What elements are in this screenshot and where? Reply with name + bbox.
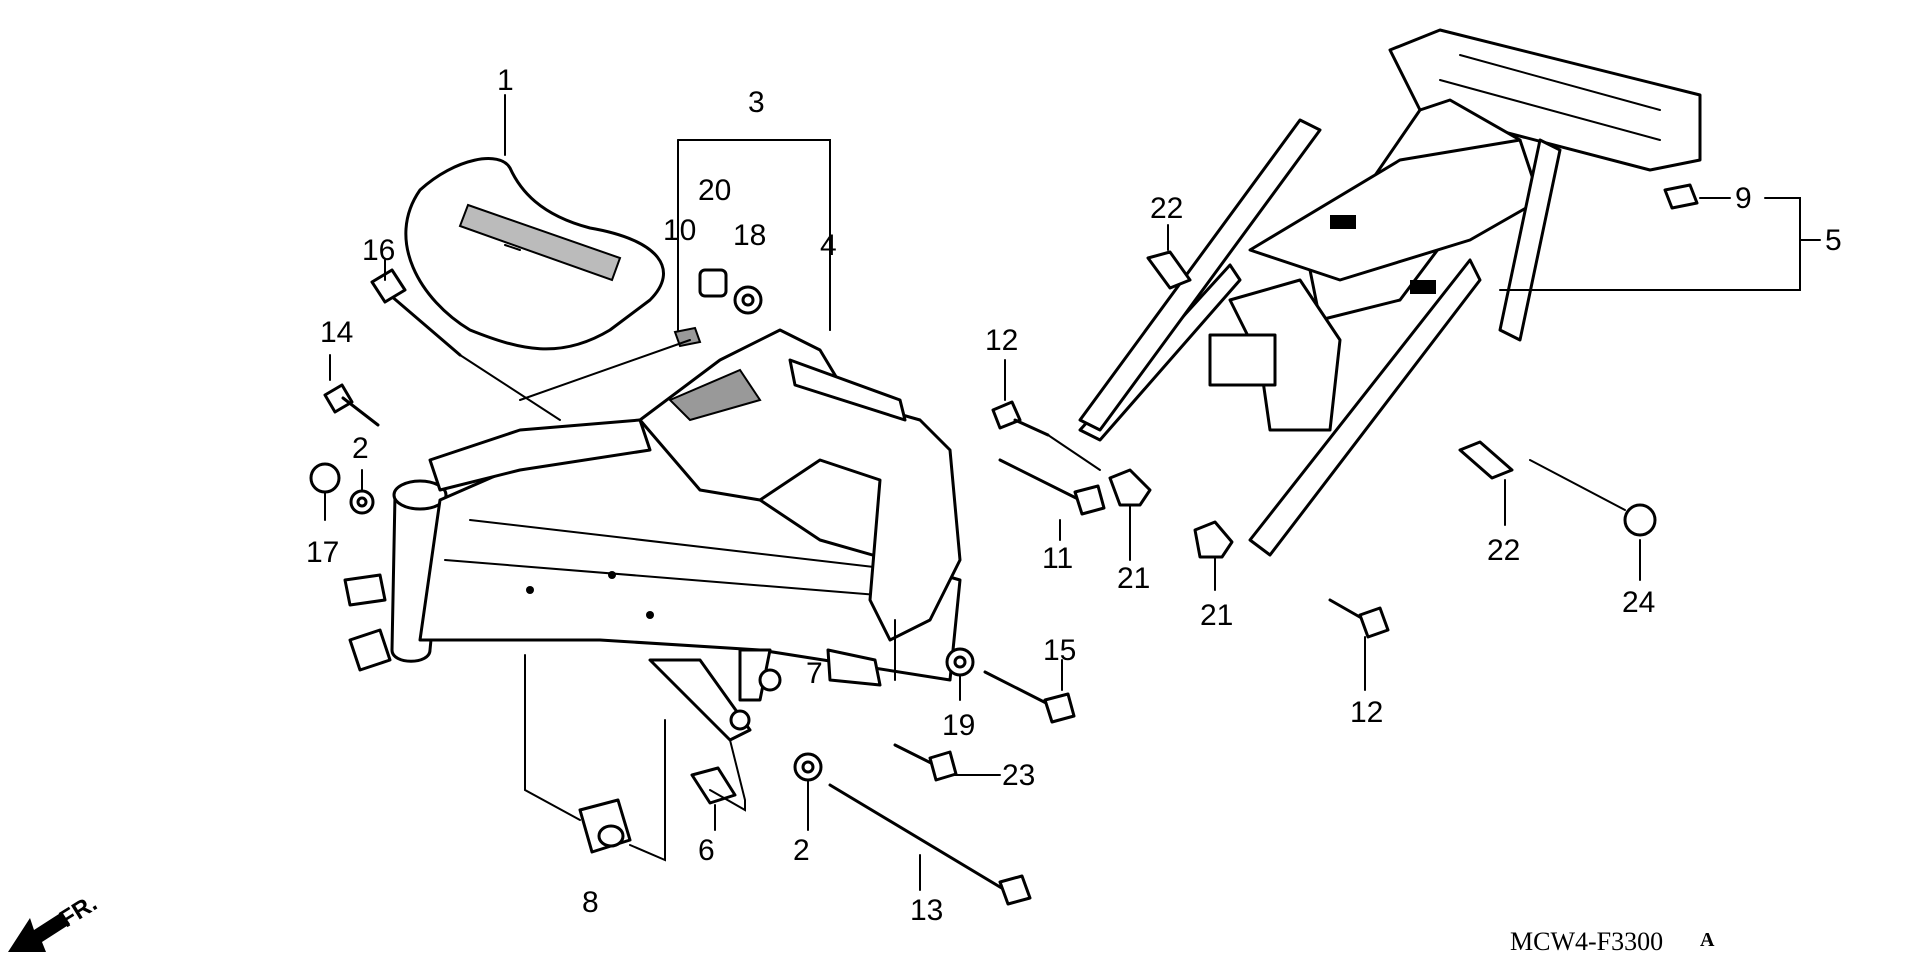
reference-code: MCW4-F3300 A <box>1510 927 1715 956</box>
callout-4: 4 <box>820 229 837 262</box>
callout-12b: 12 <box>1350 696 1383 729</box>
callout-1: 1 <box>497 64 514 97</box>
callout-5: 5 <box>1825 224 1842 257</box>
callout-24: 24 <box>1622 586 1655 619</box>
callout-20: 20 <box>698 174 731 207</box>
callout-labels: 1 3 20 10 18 4 16 14 2 17 12 11 21 21 22… <box>306 64 1842 927</box>
callout-14: 14 <box>320 316 353 349</box>
rear-subframe <box>1078 28 1702 557</box>
callout-22b: 22 <box>1487 534 1520 567</box>
reference-code-text: MCW4-F3300 <box>1510 927 1663 956</box>
main-frame <box>343 328 962 742</box>
callout-8: 8 <box>582 886 599 919</box>
front-arrow-icon <box>8 912 70 952</box>
hardware-parts <box>309 183 1699 906</box>
callout-9: 9 <box>1735 182 1752 215</box>
callout-11: 11 <box>1042 542 1073 575</box>
front-direction-indicator: FR. <box>8 890 102 952</box>
callout-10: 10 <box>663 214 696 247</box>
callout-12a: 12 <box>985 324 1018 357</box>
callout-2b: 2 <box>793 834 810 867</box>
frame-cover-part <box>404 157 665 351</box>
callout-3: 3 <box>748 86 765 119</box>
callout-22a: 22 <box>1150 192 1183 225</box>
callout-21a: 21 <box>1117 562 1150 595</box>
callout-16: 16 <box>362 234 395 267</box>
callout-7: 7 <box>806 657 823 690</box>
callout-15: 15 <box>1043 634 1076 667</box>
callout-2a: 2 <box>352 432 369 465</box>
leader-lines <box>324 94 1821 891</box>
callout-17: 17 <box>306 536 339 569</box>
callout-18: 18 <box>733 219 766 252</box>
callout-6: 6 <box>698 834 715 867</box>
reference-code-suffix: A <box>1700 929 1715 951</box>
callout-21b: 21 <box>1200 599 1233 632</box>
callout-23: 23 <box>1002 759 1035 792</box>
callout-13: 13 <box>910 894 943 927</box>
callout-19: 19 <box>942 709 975 742</box>
